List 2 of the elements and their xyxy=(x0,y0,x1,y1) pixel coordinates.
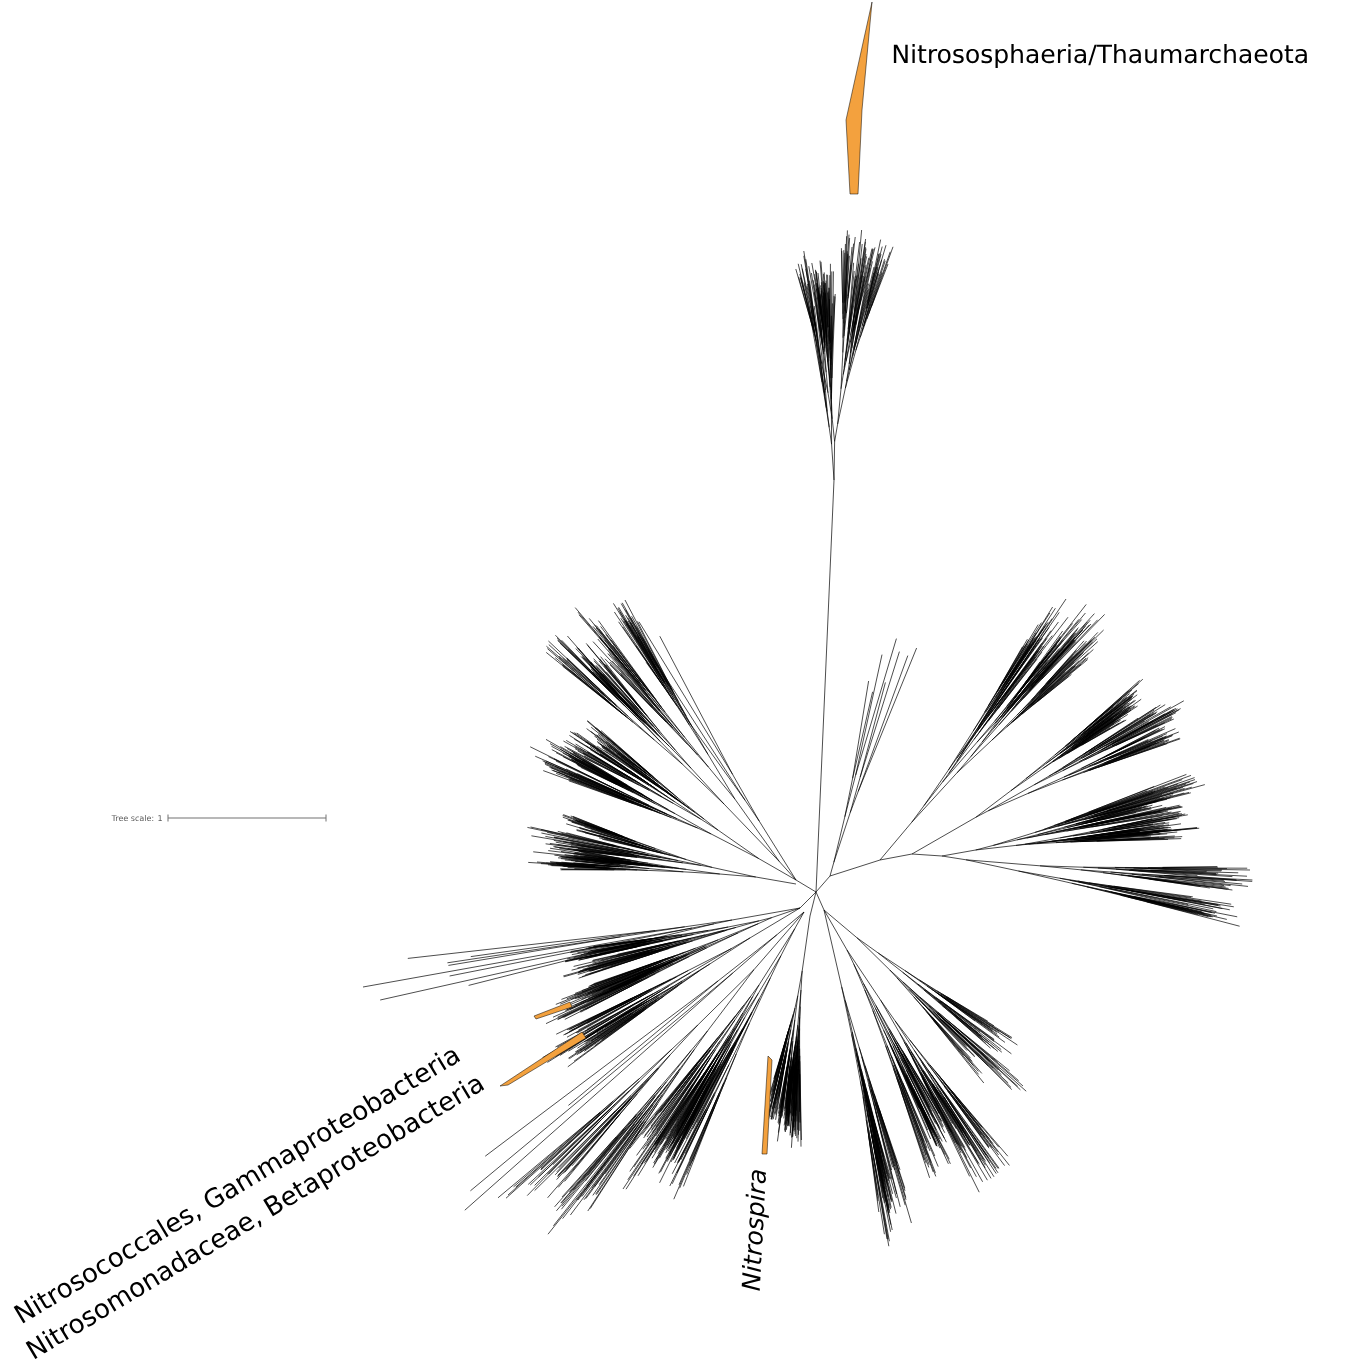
clade-label: Nitrososphaeria/Thaumarchaeota xyxy=(893,43,1307,69)
clade-label: Nitrospira xyxy=(741,1170,769,1291)
